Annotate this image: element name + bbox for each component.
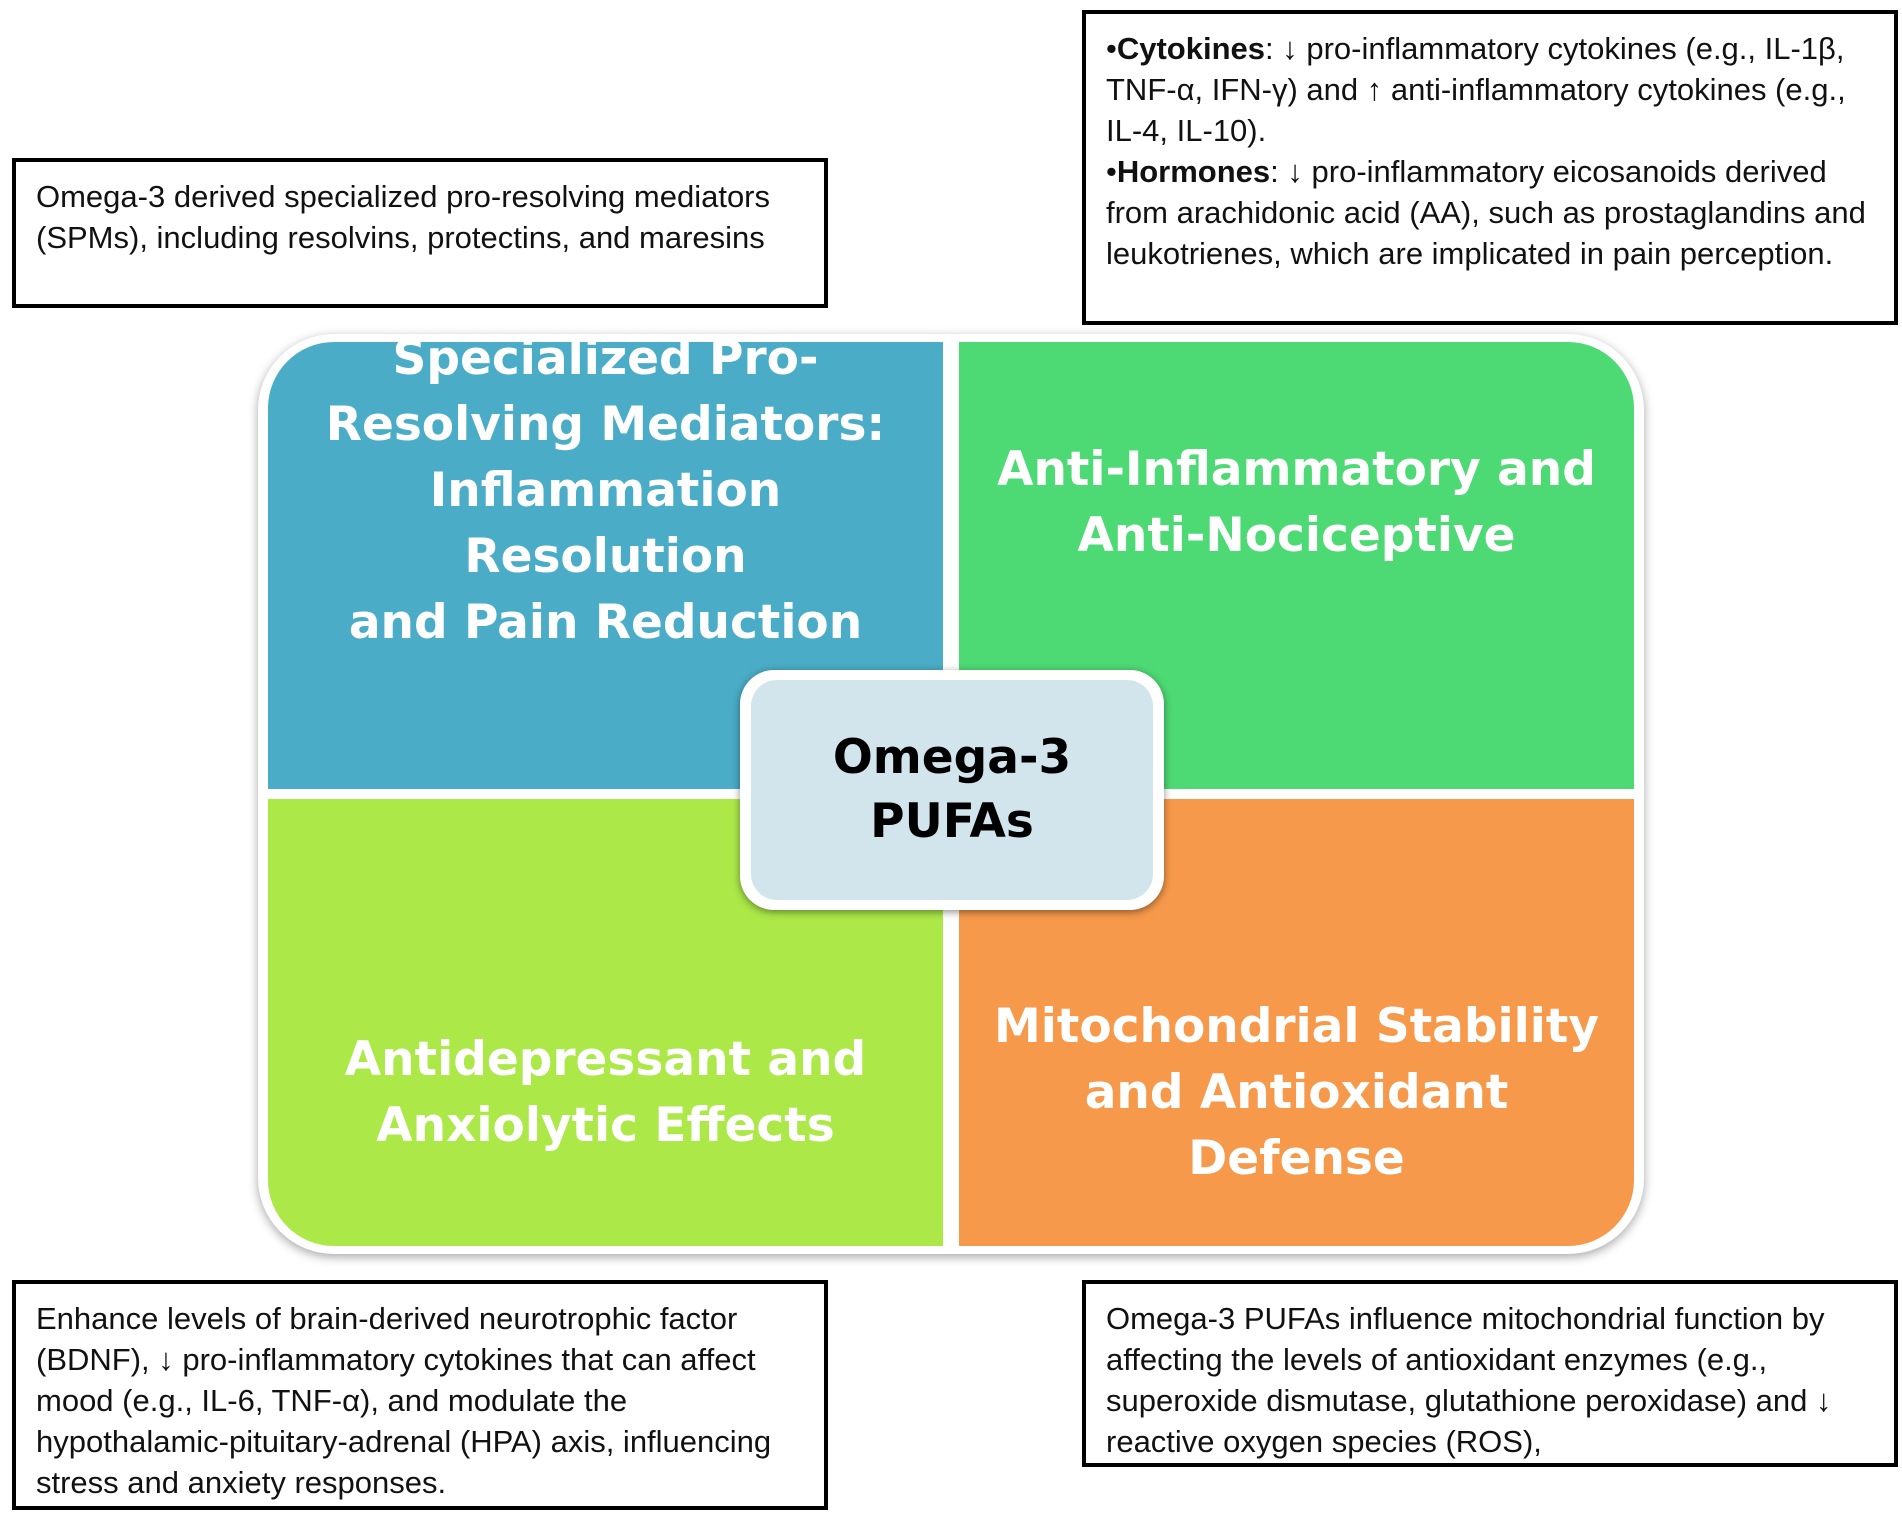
note-hormones-label: Hormones [1116,154,1271,189]
center-box-line: PUFAs [870,794,1034,849]
note-cytokines-label: Cytokines [1116,31,1266,66]
quadrant-spm-line: Resolving Mediators: [325,396,886,452]
note-mitochondrial-text: Omega-3 PUFAs influence mitochondrial fu… [1106,1301,1832,1459]
quadrant-spm-line: Inflammation Resolution [429,462,782,584]
quadrant-antidepressant-line: Antidepressant and [344,1031,867,1087]
note-cytokines-paragraph: •Cytokines: ↓ pro-inflammatory cytokines… [1106,31,1846,148]
quadrant-spm: Specialized Pro- Resolving Mediators: In… [268,342,943,789]
quadrant-mitochondrial-title: Mitochondrial Stability and Antioxidant … [979,994,1614,1192]
quadrant-grid: Specialized Pro- Resolving Mediators: In… [268,342,1634,1246]
note-antidepressant-description: Enhance levels of brain-derived neurotro… [12,1280,828,1510]
quadrant-antidepressant-title: Antidepressant and Anxiolytic Effects [345,1027,866,1159]
note-antidepressant-text: Enhance levels of brain-derived neurotro… [36,1301,772,1500]
quadrant-mitochondrial-line: Mitochondrial Stability [994,998,1599,1054]
note-anti-inflammatory-description: •Cytokines: ↓ pro-inflammatory cytokines… [1082,10,1898,325]
center-box-line: Omega-3 [832,730,1072,785]
note-mitochondrial-description: Omega-3 PUFAs influence mitochondrial fu… [1082,1280,1898,1467]
quadrant-mitochondrial-line: and Antioxidant Defense [1084,1064,1509,1186]
note-spm-description: Omega-3 derived specialized pro-resolvin… [12,158,828,308]
quadrant-spm-line: Specialized Pro- [392,342,819,386]
quadrant-anti-inflammatory-line: Anti-Nociceptive [1077,508,1516,563]
quadrant-antidepressant-line: Anxiolytic Effects [376,1097,835,1153]
quadrant-anti-inflammatory-line: Anti-Inflammatory and [997,442,1596,497]
note-hormones-text: : ↓ pro-inflammatory eicosanoids derived… [1106,154,1866,271]
quadrant-antidepressant: Antidepressant and Anxiolytic Effects [268,799,943,1246]
center-box-omega3: Omega-3 PUFAs [751,680,1153,900]
note-cytokines-text: : ↓ pro-inflammatory cytokines (e.g., IL… [1106,31,1846,148]
note-spm-text: Omega-3 derived specialized pro-resolvin… [36,179,771,255]
quadrant-anti-inflammatory-title: Anti-Inflammatory and Anti-Nociceptive [997,437,1596,569]
note-hormones-paragraph: •Hormones: ↓ pro-inflammatory eicosanoid… [1106,154,1866,271]
quadrant-spm-title: Specialized Pro- Resolving Mediators: In… [288,342,923,656]
quadrant-spm-line: and Pain Reduction [348,594,863,650]
